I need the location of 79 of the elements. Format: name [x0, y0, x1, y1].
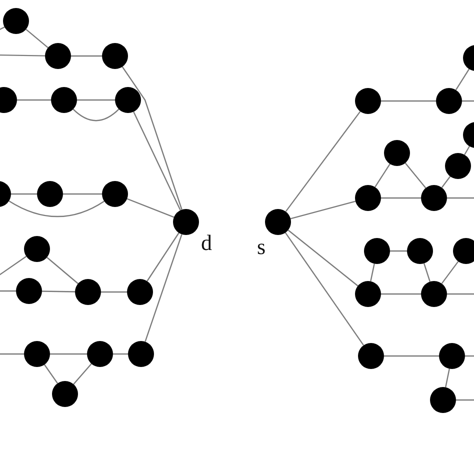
vertex-label: d: [201, 232, 212, 254]
graph-edge: [46, 256, 78, 284]
graph-edge: [50, 353, 87, 355]
vertex-circle: [24, 341, 50, 367]
vertex-circle: [384, 140, 410, 166]
vertex-circle: [445, 153, 471, 179]
graph-edge: [381, 293, 421, 295]
vertex-circle: [102, 181, 128, 207]
vertex-circle: [16, 278, 42, 304]
vertex-circle: [358, 343, 384, 369]
vertex-circle: [355, 185, 381, 211]
graph-edge: [370, 264, 375, 282]
graph-edge: [464, 146, 470, 156]
graph-edge: [26, 28, 48, 48]
graph-edge: [404, 162, 426, 188]
graph-edge: [290, 200, 356, 220]
vertex-circle: [3, 8, 29, 34]
graph-edge: [0, 290, 16, 292]
graph-edge: [0, 353, 24, 355]
graph-edge: [146, 232, 180, 282]
vertex-circle: [407, 238, 433, 264]
vertex-circle: [355, 281, 381, 307]
vertex-circle: [439, 343, 465, 369]
vertex-circle: [115, 87, 141, 113]
vertex-circle: [102, 43, 128, 69]
graph-edge: [72, 108, 120, 122]
vertex-circle: [37, 181, 63, 207]
graph-edge: [381, 100, 436, 102]
vertex-circle: [436, 88, 462, 114]
graph-edge: [17, 99, 51, 101]
graph-edge: [447, 197, 474, 199]
graph-edge: [462, 100, 474, 102]
graph-edge: [73, 363, 92, 385]
graph-edge: [126, 198, 174, 218]
graph-edge: [133, 111, 181, 211]
graph-edge: [381, 197, 421, 199]
graph-edge: [441, 261, 459, 284]
graph-edge: [11, 193, 37, 195]
graph-edge: [455, 68, 470, 90]
graph-edge: [441, 176, 451, 188]
vertex-circle: [75, 279, 101, 305]
graph-edge: [445, 368, 450, 388]
graph-edge: [456, 399, 474, 401]
graph-edge: [390, 250, 407, 252]
graph-edge: [122, 66, 182, 210]
vertex-circle: [421, 281, 447, 307]
vertex-label: s: [257, 236, 266, 258]
vertex-circle: [430, 387, 456, 413]
graph-edge: [144, 234, 182, 342]
vertex-circle: [453, 238, 474, 264]
graph-edge: [284, 232, 364, 346]
graph-edge: [288, 230, 358, 286]
graph-edge: [113, 353, 128, 355]
graph-edge: [447, 293, 474, 295]
vertex-circle: [355, 88, 381, 114]
graph-edge: [285, 111, 361, 212]
graph-edge: [423, 263, 431, 282]
graph-edge: [0, 54, 46, 56]
vertex-circle: [51, 87, 77, 113]
graph-edge: [71, 55, 102, 57]
vertex-circle: [24, 236, 50, 262]
graph-edge: [44, 364, 58, 384]
graph-edge: [8, 200, 104, 218]
vertex-circle: [173, 209, 199, 235]
graph-edge: [101, 291, 127, 293]
vertex-circle: [127, 279, 153, 305]
vertex-circle: [87, 341, 113, 367]
vertex-circle: [52, 381, 78, 407]
graph-edge: [63, 193, 102, 195]
graph-edge: [0, 26, 5, 33]
graph-edge: [374, 164, 390, 188]
vertex-circle: [265, 209, 291, 235]
vertex-circle: [364, 238, 390, 264]
vertex-circle: [45, 43, 71, 69]
graph-edge: [384, 355, 439, 357]
graph-edge: [77, 99, 115, 101]
vertex-circle: [421, 185, 447, 211]
vertex-circle: [128, 341, 154, 367]
graph-edge: [42, 290, 76, 292]
